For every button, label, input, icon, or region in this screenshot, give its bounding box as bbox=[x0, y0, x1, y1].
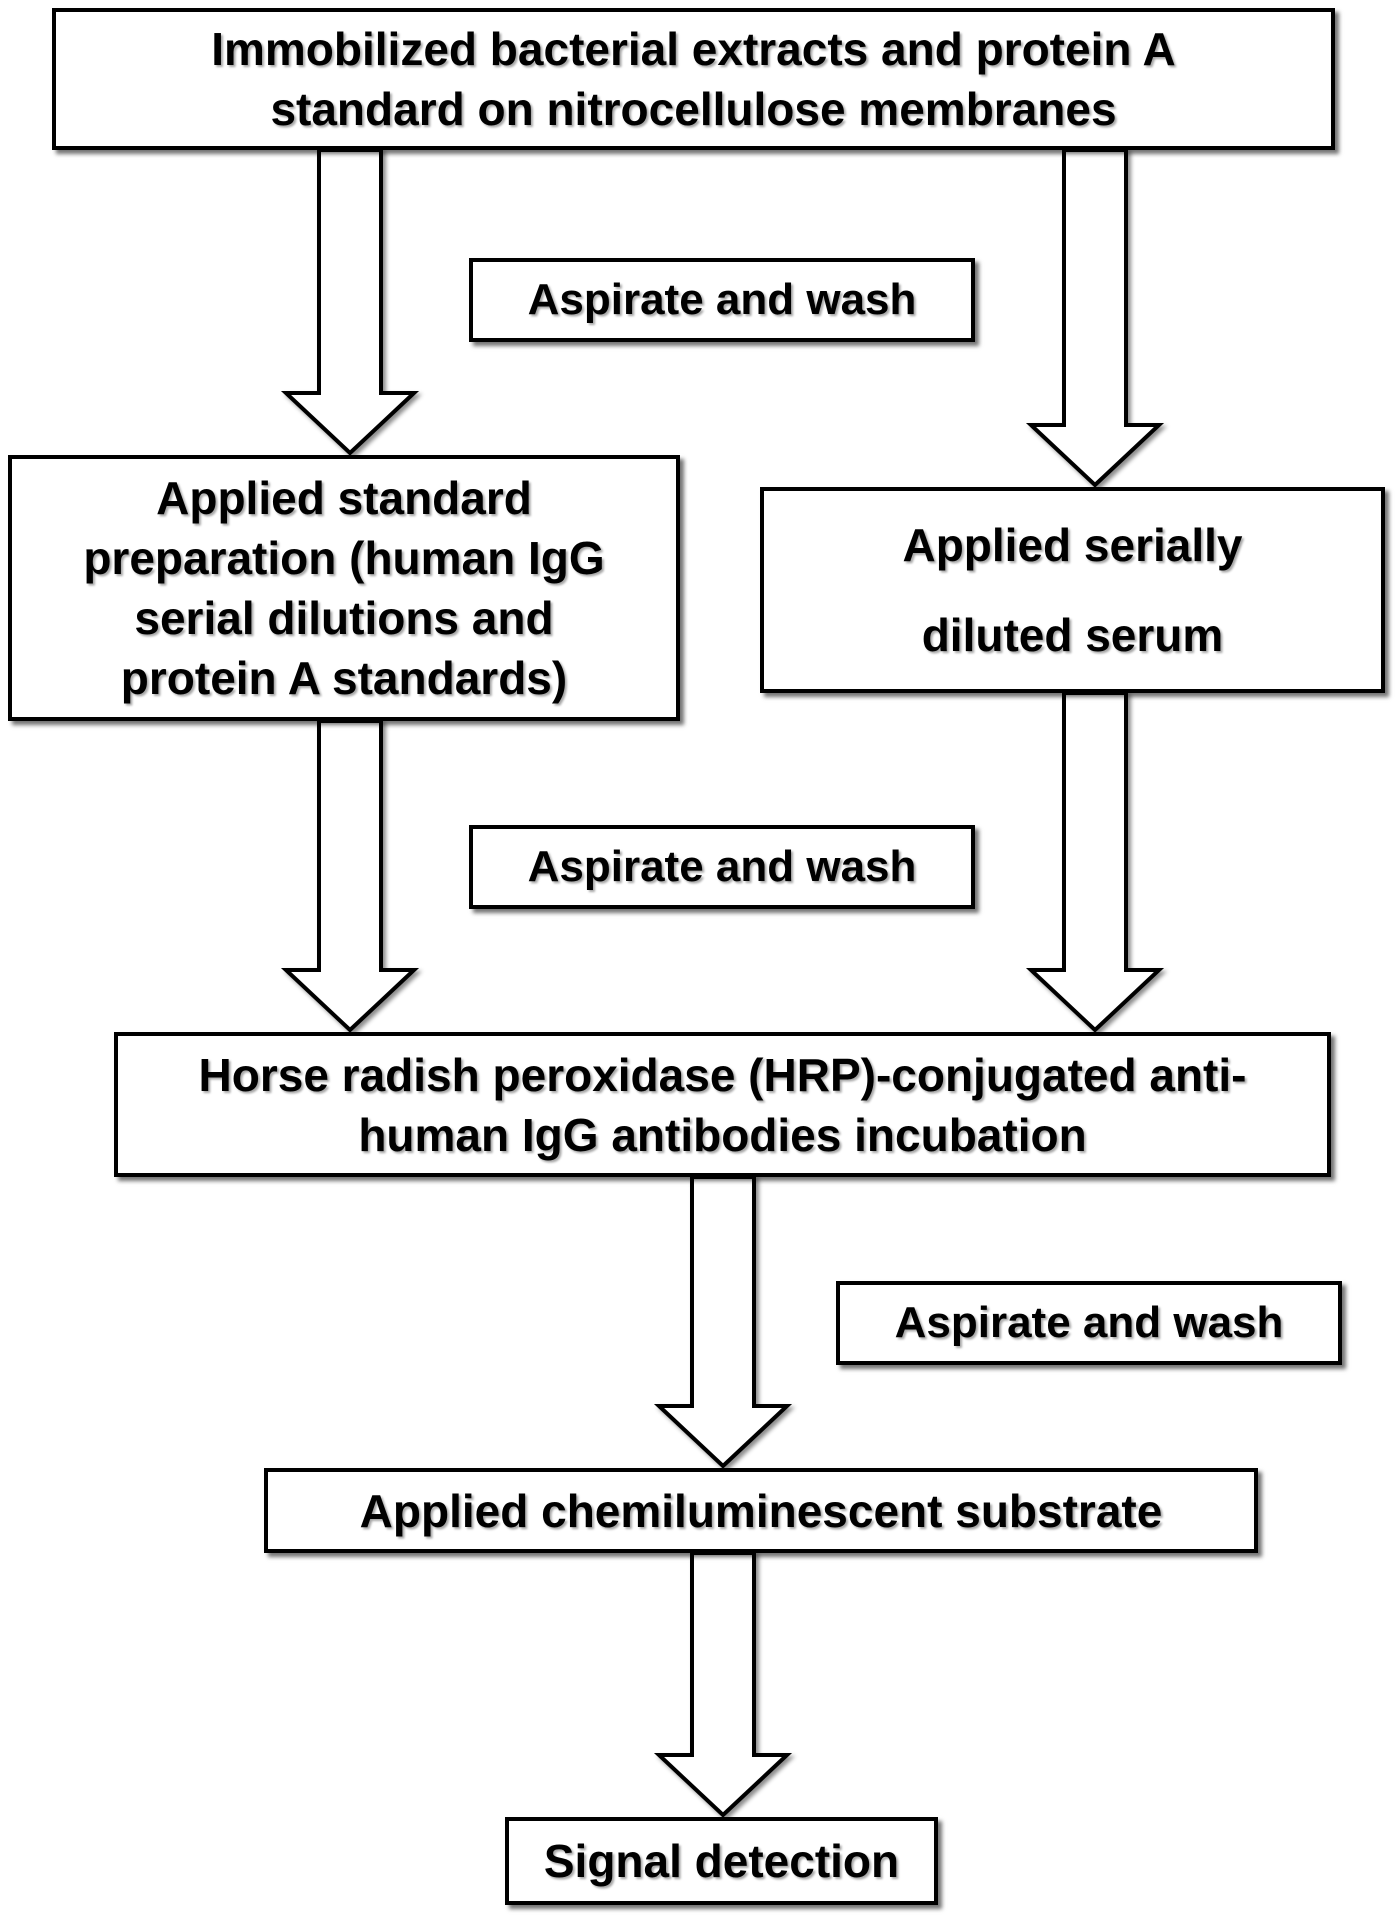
step-applied-serum-label: Applied serially diluted serum bbox=[902, 519, 1243, 661]
step-chemiluminescent-substrate-label: Applied chemiluminescent substrate bbox=[359, 1484, 1163, 1537]
arrow-serum-to-hrp bbox=[1025, 691, 1165, 1033]
wash-step-3: Aspirate and wash bbox=[836, 1281, 1342, 1365]
arrow-top-to-serum bbox=[1025, 148, 1165, 488]
step-applied-serum: Applied serially diluted serum bbox=[760, 487, 1385, 693]
arrow-substrate-to-signal bbox=[653, 1551, 793, 1818]
step-hrp-incubation: Horse radish peroxidase (HRP)-conjugated… bbox=[114, 1032, 1331, 1177]
step-signal-detection: Signal detection bbox=[505, 1817, 938, 1905]
arrow-hrp-to-substrate bbox=[653, 1175, 793, 1469]
step-signal-detection-label: Signal detection bbox=[543, 1835, 900, 1887]
step-immobilized-extracts: Immobilized bacterial extracts and prote… bbox=[52, 8, 1335, 150]
step-applied-standard: Applied standard preparation (human IgG … bbox=[8, 455, 680, 721]
step-chemiluminescent-substrate: Applied chemiluminescent substrate bbox=[264, 1468, 1258, 1553]
wash-step-3-label: Aspirate and wash bbox=[894, 1298, 1284, 1347]
wash-step-1-label: Aspirate and wash bbox=[527, 275, 917, 324]
wash-step-2-label: Aspirate and wash bbox=[527, 842, 917, 891]
step-hrp-incubation-label: Horse radish peroxidase (HRP)-conjugated… bbox=[198, 1048, 1247, 1161]
arrow-top-to-standard bbox=[280, 148, 420, 456]
wash-step-2: Aspirate and wash bbox=[469, 825, 975, 909]
arrow-standard-to-hrp bbox=[280, 719, 420, 1033]
step-immobilized-label: Immobilized bacterial extracts and prote… bbox=[211, 23, 1176, 135]
wash-step-1: Aspirate and wash bbox=[469, 258, 975, 342]
step-applied-standard-label: Applied standard preparation (human IgG … bbox=[83, 472, 605, 704]
